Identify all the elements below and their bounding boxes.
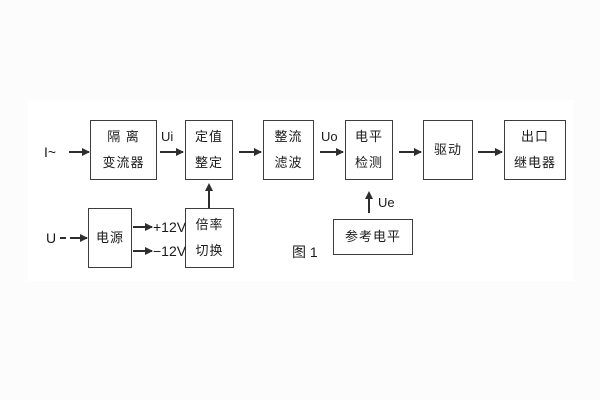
block-power-supply: 电源 xyxy=(88,208,132,268)
block-driver: 驱动 xyxy=(423,120,473,180)
arrow-positive-rail xyxy=(133,223,153,231)
block-label: 定值 xyxy=(194,129,223,144)
arrow-driver-to-relay xyxy=(478,148,503,156)
block-isolation-transformer: 隔 离 变流器 xyxy=(90,120,157,180)
arrow-voltage-input xyxy=(70,234,88,242)
block-label: 继电器 xyxy=(513,155,556,170)
block-ratio-switch: 倍率 切换 xyxy=(185,208,234,268)
arrow-negative-rail xyxy=(133,247,153,255)
arrow-detector-to-driver xyxy=(399,148,422,156)
block-label: 出口 xyxy=(520,129,549,144)
block-label: 检测 xyxy=(354,155,383,170)
signal-ue-label: Ue xyxy=(378,195,395,210)
block-setting: 定值 整定 xyxy=(185,120,233,180)
figure-caption: 图 1 xyxy=(292,244,318,260)
arrow-current-input xyxy=(69,148,90,156)
input-voltage-label: U xyxy=(46,230,57,246)
block-label: 驱动 xyxy=(433,142,462,157)
block-reference-level: 参考电平 xyxy=(333,219,413,255)
block-label: 隔 离 xyxy=(107,129,140,144)
block-level-detector: 电平 检测 xyxy=(345,120,393,180)
block-label: 整流 xyxy=(274,129,303,144)
signal-ui-label: Ui xyxy=(161,129,174,144)
block-label: 变流器 xyxy=(102,155,145,170)
block-label: 参考电平 xyxy=(344,229,401,244)
block-output-relay: 出口 继电器 xyxy=(504,120,566,180)
rail-negative-label: −12V xyxy=(153,243,187,259)
voltage-input-dash xyxy=(60,237,66,239)
block-label: 整定 xyxy=(194,155,223,170)
arrow-setting-to-rectifier xyxy=(239,148,262,156)
block-label: 倍率 xyxy=(195,217,224,232)
block-label: 电平 xyxy=(354,129,383,144)
arrow-reference-to-detector xyxy=(365,191,373,213)
block-label: 滤波 xyxy=(274,155,303,170)
block-rectifier-filter: 整流 滤波 xyxy=(263,120,314,180)
input-current-label: I~ xyxy=(44,144,57,160)
rail-positive-label: +12V xyxy=(153,219,187,235)
arrow-isolator-to-setting xyxy=(160,148,184,156)
arrow-rectifier-to-detector xyxy=(320,148,344,156)
signal-uo-label: Uo xyxy=(321,129,338,144)
block-label: 切换 xyxy=(195,243,224,258)
block-label: 电源 xyxy=(95,230,124,245)
arrow-ratio-to-setting xyxy=(205,183,213,208)
